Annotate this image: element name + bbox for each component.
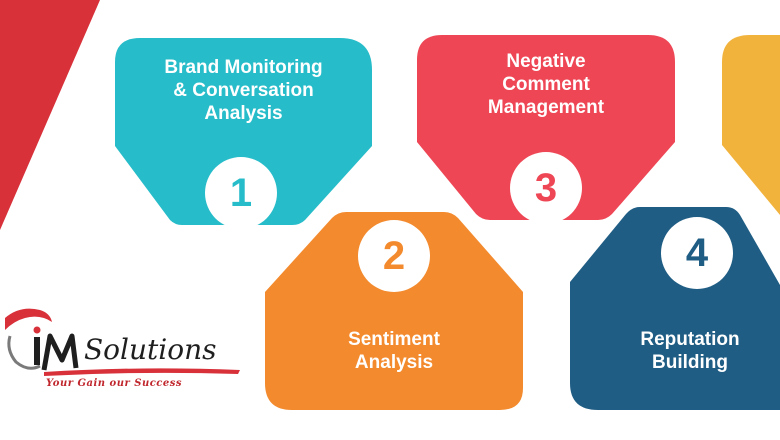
step-1-badge-icon [205, 157, 277, 229]
step-3-number: 3 [534, 166, 558, 210]
step-1-title: Brand Monitoring & Conversation Analysis [164, 57, 323, 124]
step-3-badge-icon [510, 152, 582, 224]
logo-name: Solutions [84, 333, 217, 366]
logo-mark-icon [5, 308, 79, 371]
step-2-shape [265, 212, 523, 410]
step-3-shape [417, 35, 675, 220]
step-5-shape [722, 35, 780, 215]
step-3-title: Negative Comment Management [487, 51, 605, 118]
step-2-number: 2 [382, 234, 406, 278]
step-2-title: Sentiment Analysis [348, 329, 440, 373]
step-2-badge-icon [358, 220, 430, 292]
step-4-title: Reputation Building [640, 329, 740, 373]
step-1-number: 1 [229, 171, 253, 215]
left-accent-stripe [0, 0, 100, 230]
logo-underline [44, 368, 240, 376]
step-4-badge-icon [661, 217, 733, 289]
step-4-number: 4 [685, 231, 709, 275]
step-1-shape [115, 38, 372, 225]
logo-tagline: Your Gain our Success [46, 378, 183, 389]
